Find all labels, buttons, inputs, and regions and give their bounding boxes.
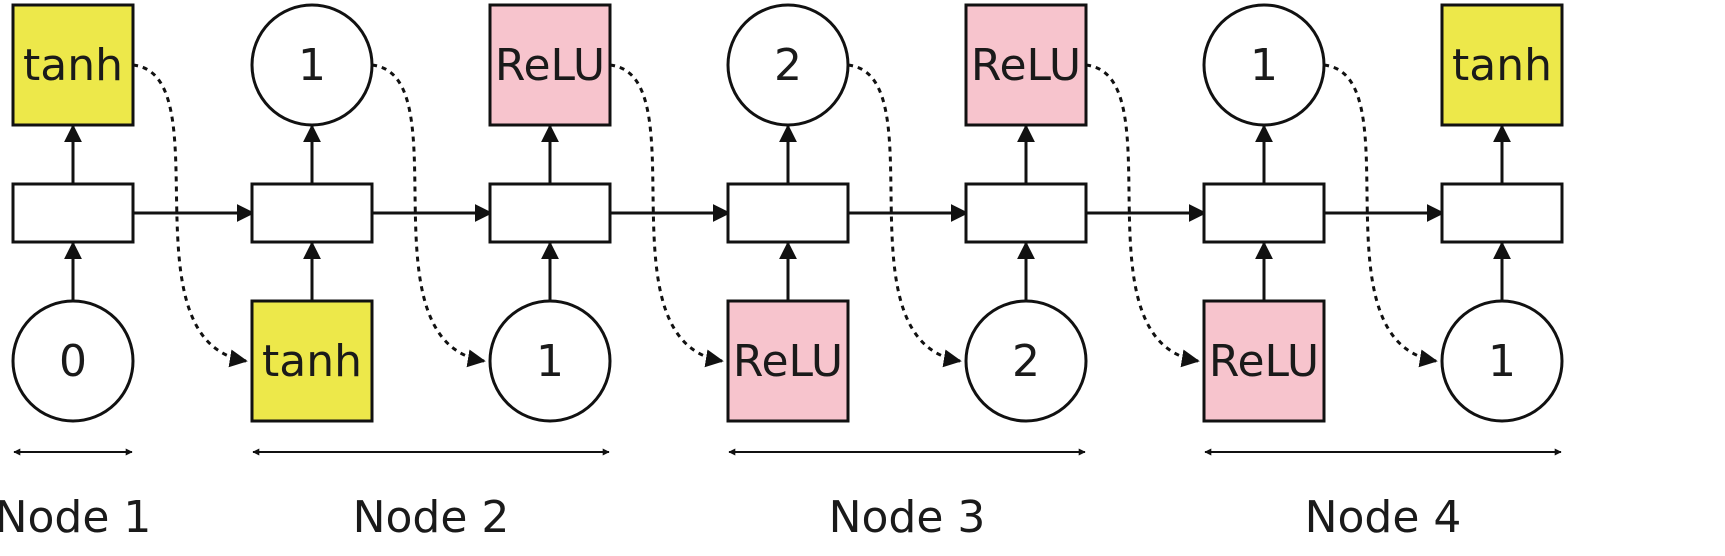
bottom-node-3: 1 bbox=[488, 299, 612, 423]
top-node-5-shape bbox=[964, 3, 1088, 127]
top-node-7: tanh bbox=[1440, 3, 1564, 127]
top-node-6-label: 1 bbox=[1250, 40, 1278, 91]
rnn-cell-1 bbox=[11, 182, 135, 244]
top-node-6-shape bbox=[1202, 3, 1326, 127]
top-node-7-label: tanh bbox=[1452, 40, 1552, 91]
top-node-4: 2 bbox=[726, 3, 850, 127]
rnn-cell-7 bbox=[1440, 182, 1564, 244]
node-group-label-1: Node 1 bbox=[0, 492, 151, 543]
top-node-7-shape bbox=[1440, 3, 1564, 127]
top-node-3-label: ReLU bbox=[495, 40, 605, 91]
top-node-1-label: tanh bbox=[23, 40, 123, 91]
top-node-2-label: 1 bbox=[298, 40, 326, 91]
top-node-5: ReLU bbox=[964, 3, 1088, 127]
rnn-cell-5 bbox=[964, 182, 1088, 244]
feedback-curve-4 bbox=[847, 63, 962, 368]
bottom-node-1: 0 bbox=[11, 299, 135, 423]
feedback-curve-1 bbox=[132, 63, 248, 368]
bottom-node-2-label: tanh bbox=[262, 336, 362, 387]
top-node-4-shape bbox=[726, 3, 850, 127]
top-node-1: tanh bbox=[11, 3, 135, 127]
bottom-node-4: ReLU bbox=[726, 299, 850, 423]
bottom-node-7-shape bbox=[1440, 299, 1564, 423]
bottom-node-7: 1 bbox=[1440, 299, 1564, 423]
bottom-node-5: 2 bbox=[964, 299, 1088, 423]
rnn-cell-6 bbox=[1202, 182, 1326, 244]
bottom-node-4-label: ReLU bbox=[733, 336, 843, 387]
links-layer bbox=[64, 63, 1511, 368]
bottom-node-6-shape bbox=[1202, 299, 1326, 423]
node-groups-layer: Node 1 Node 2 Node 3 Node 4 bbox=[0, 448, 1562, 543]
bottom-node-2: tanh bbox=[250, 299, 374, 423]
top-node-6: 1 bbox=[1202, 3, 1326, 127]
feedback-curve-6 bbox=[1323, 63, 1438, 368]
bottom-node-3-label: 1 bbox=[536, 336, 564, 387]
top-node-5-label: ReLU bbox=[971, 40, 1081, 91]
bottom-node-5-shape bbox=[964, 299, 1088, 423]
top-node-2-shape bbox=[250, 3, 374, 127]
top-node-2: 1 bbox=[250, 3, 374, 127]
bottom-node-6: ReLU bbox=[1202, 299, 1326, 423]
bottom-node-4-shape bbox=[726, 299, 850, 423]
feedback-curve-3 bbox=[609, 63, 724, 368]
top-node-1-shape bbox=[11, 3, 135, 127]
top-node-3-shape bbox=[488, 3, 612, 127]
node-group-label-2: Node 2 bbox=[353, 492, 510, 543]
top-node-4-label: 2 bbox=[774, 40, 802, 91]
rnn-cell-3 bbox=[488, 182, 612, 244]
feedback-curve-2 bbox=[371, 63, 486, 368]
node-group-label-3: Node 3 bbox=[829, 492, 986, 543]
top-node-3: ReLU bbox=[488, 3, 612, 127]
bottom-node-3-shape bbox=[488, 299, 612, 423]
rnn-cell-4 bbox=[726, 182, 850, 244]
bottom-node-6-label: ReLU bbox=[1209, 336, 1319, 387]
node-group-label-4: Node 4 bbox=[1305, 492, 1462, 543]
bottom-node-1-label: 0 bbox=[59, 336, 87, 387]
bottom-node-1-shape bbox=[11, 299, 135, 423]
bottom-node-7-label: 1 bbox=[1488, 336, 1516, 387]
rnn-cell-2 bbox=[250, 182, 374, 244]
bottom-node-5-label: 2 bbox=[1012, 336, 1040, 387]
feedback-curve-5 bbox=[1085, 63, 1200, 368]
bottom-node-2-shape bbox=[250, 299, 374, 423]
